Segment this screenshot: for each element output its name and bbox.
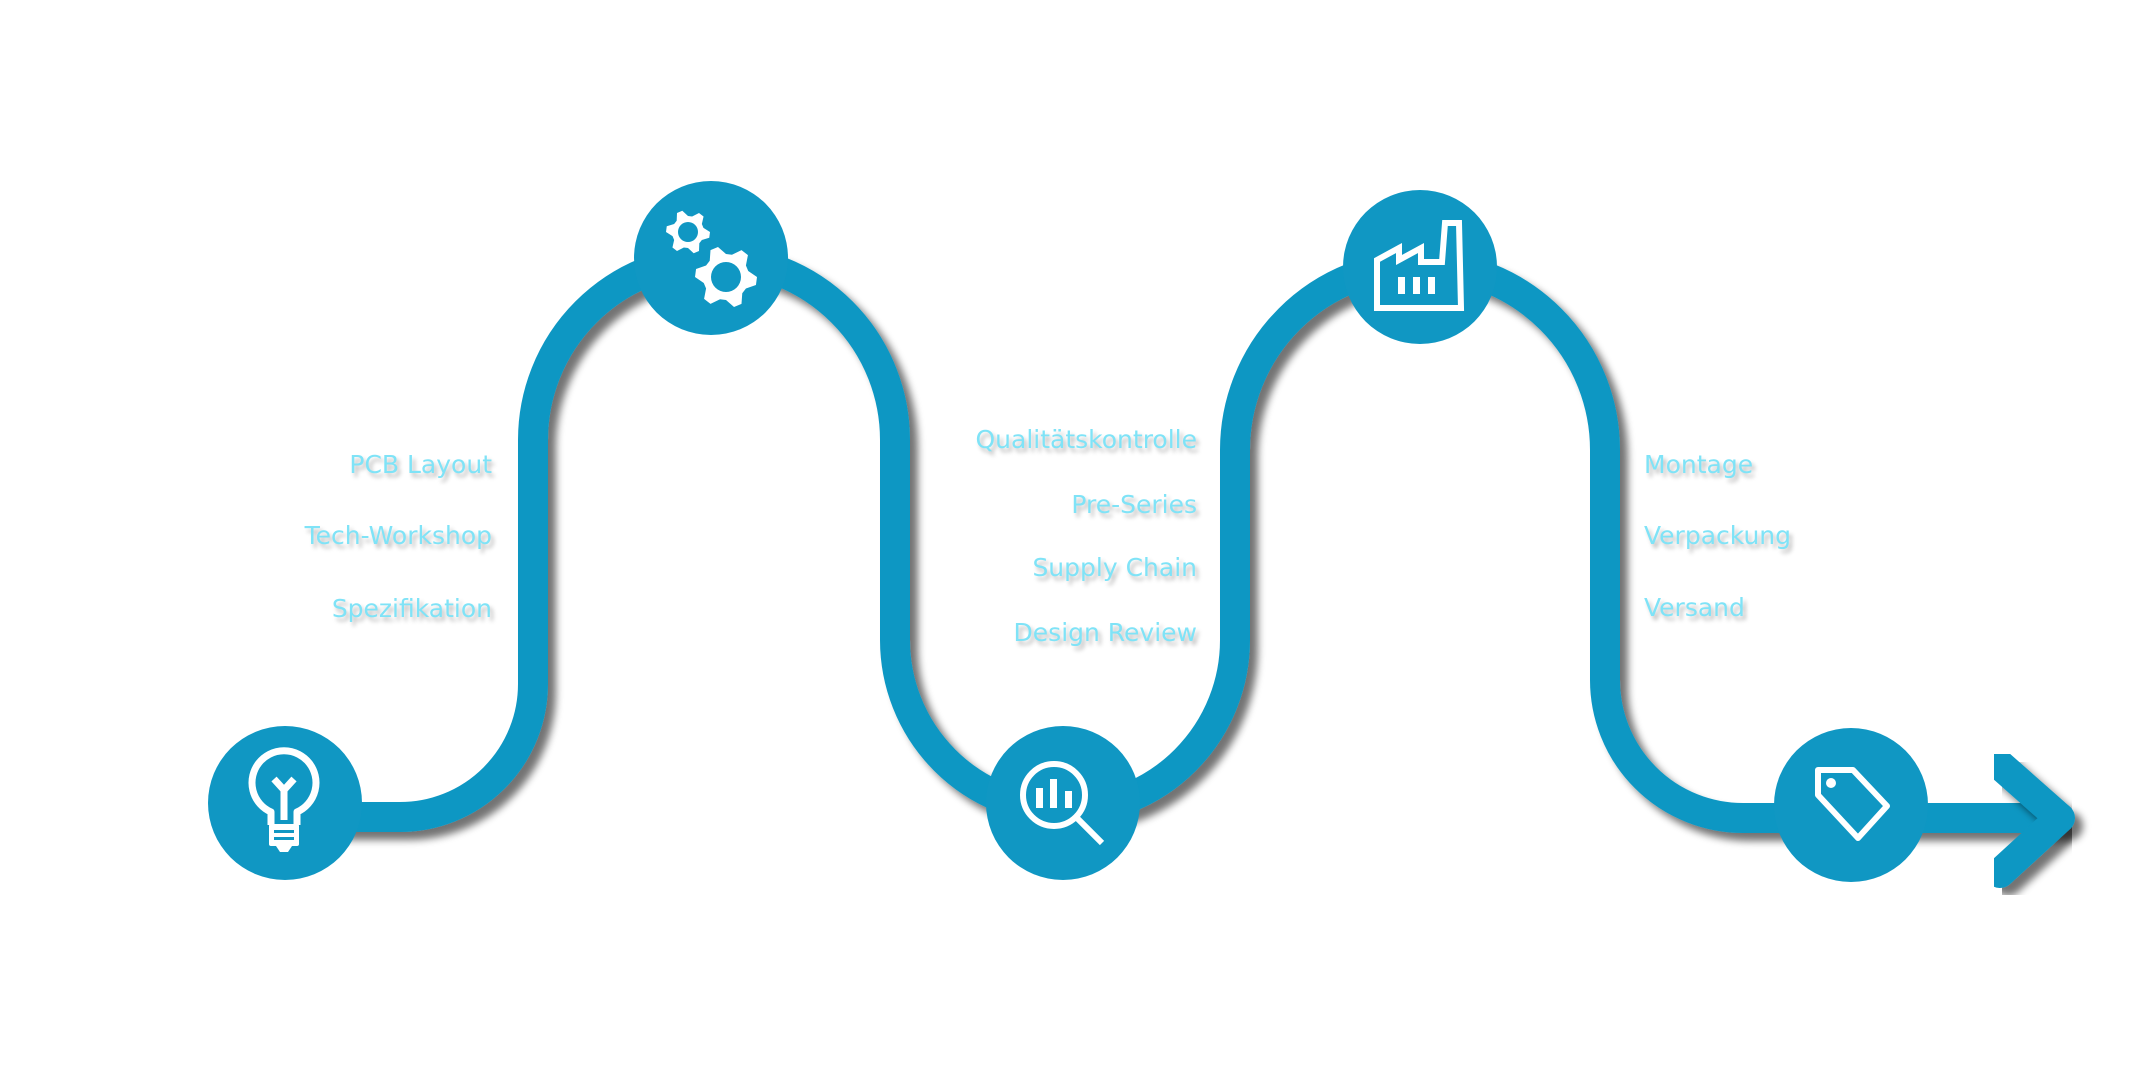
step-label: Verpackung bbox=[1644, 521, 1792, 550]
gear-icon bbox=[695, 247, 757, 307]
node-analysis bbox=[986, 726, 1140, 880]
step-label: Spezifikation bbox=[331, 594, 492, 623]
lightbulb-icon bbox=[248, 747, 320, 852]
arrow-right-icon bbox=[1985, 750, 2075, 888]
node-production bbox=[1343, 190, 1497, 344]
node-idea bbox=[208, 726, 362, 880]
step-label: Design Review bbox=[1013, 618, 1197, 647]
gears-icon bbox=[666, 210, 757, 307]
node-sales bbox=[1774, 728, 1928, 882]
price-tag-icon bbox=[1815, 767, 1890, 841]
step-label: Qualitätskontrolle bbox=[975, 425, 1197, 454]
factory-icon bbox=[1374, 220, 1465, 311]
step-label: Pre-Series bbox=[1071, 490, 1197, 519]
roadmap-path bbox=[270, 244, 2075, 833]
step-label: PCB Layout bbox=[349, 450, 492, 479]
magnifier-chart-icon bbox=[1020, 761, 1105, 846]
step-label: Versand bbox=[1644, 593, 1745, 622]
step-label: Supply Chain bbox=[1032, 553, 1197, 582]
node-engineering bbox=[634, 181, 788, 335]
step-label: Tech-Workshop bbox=[304, 521, 492, 550]
step-label: Montage bbox=[1644, 450, 1754, 479]
gear-icon bbox=[666, 210, 710, 254]
